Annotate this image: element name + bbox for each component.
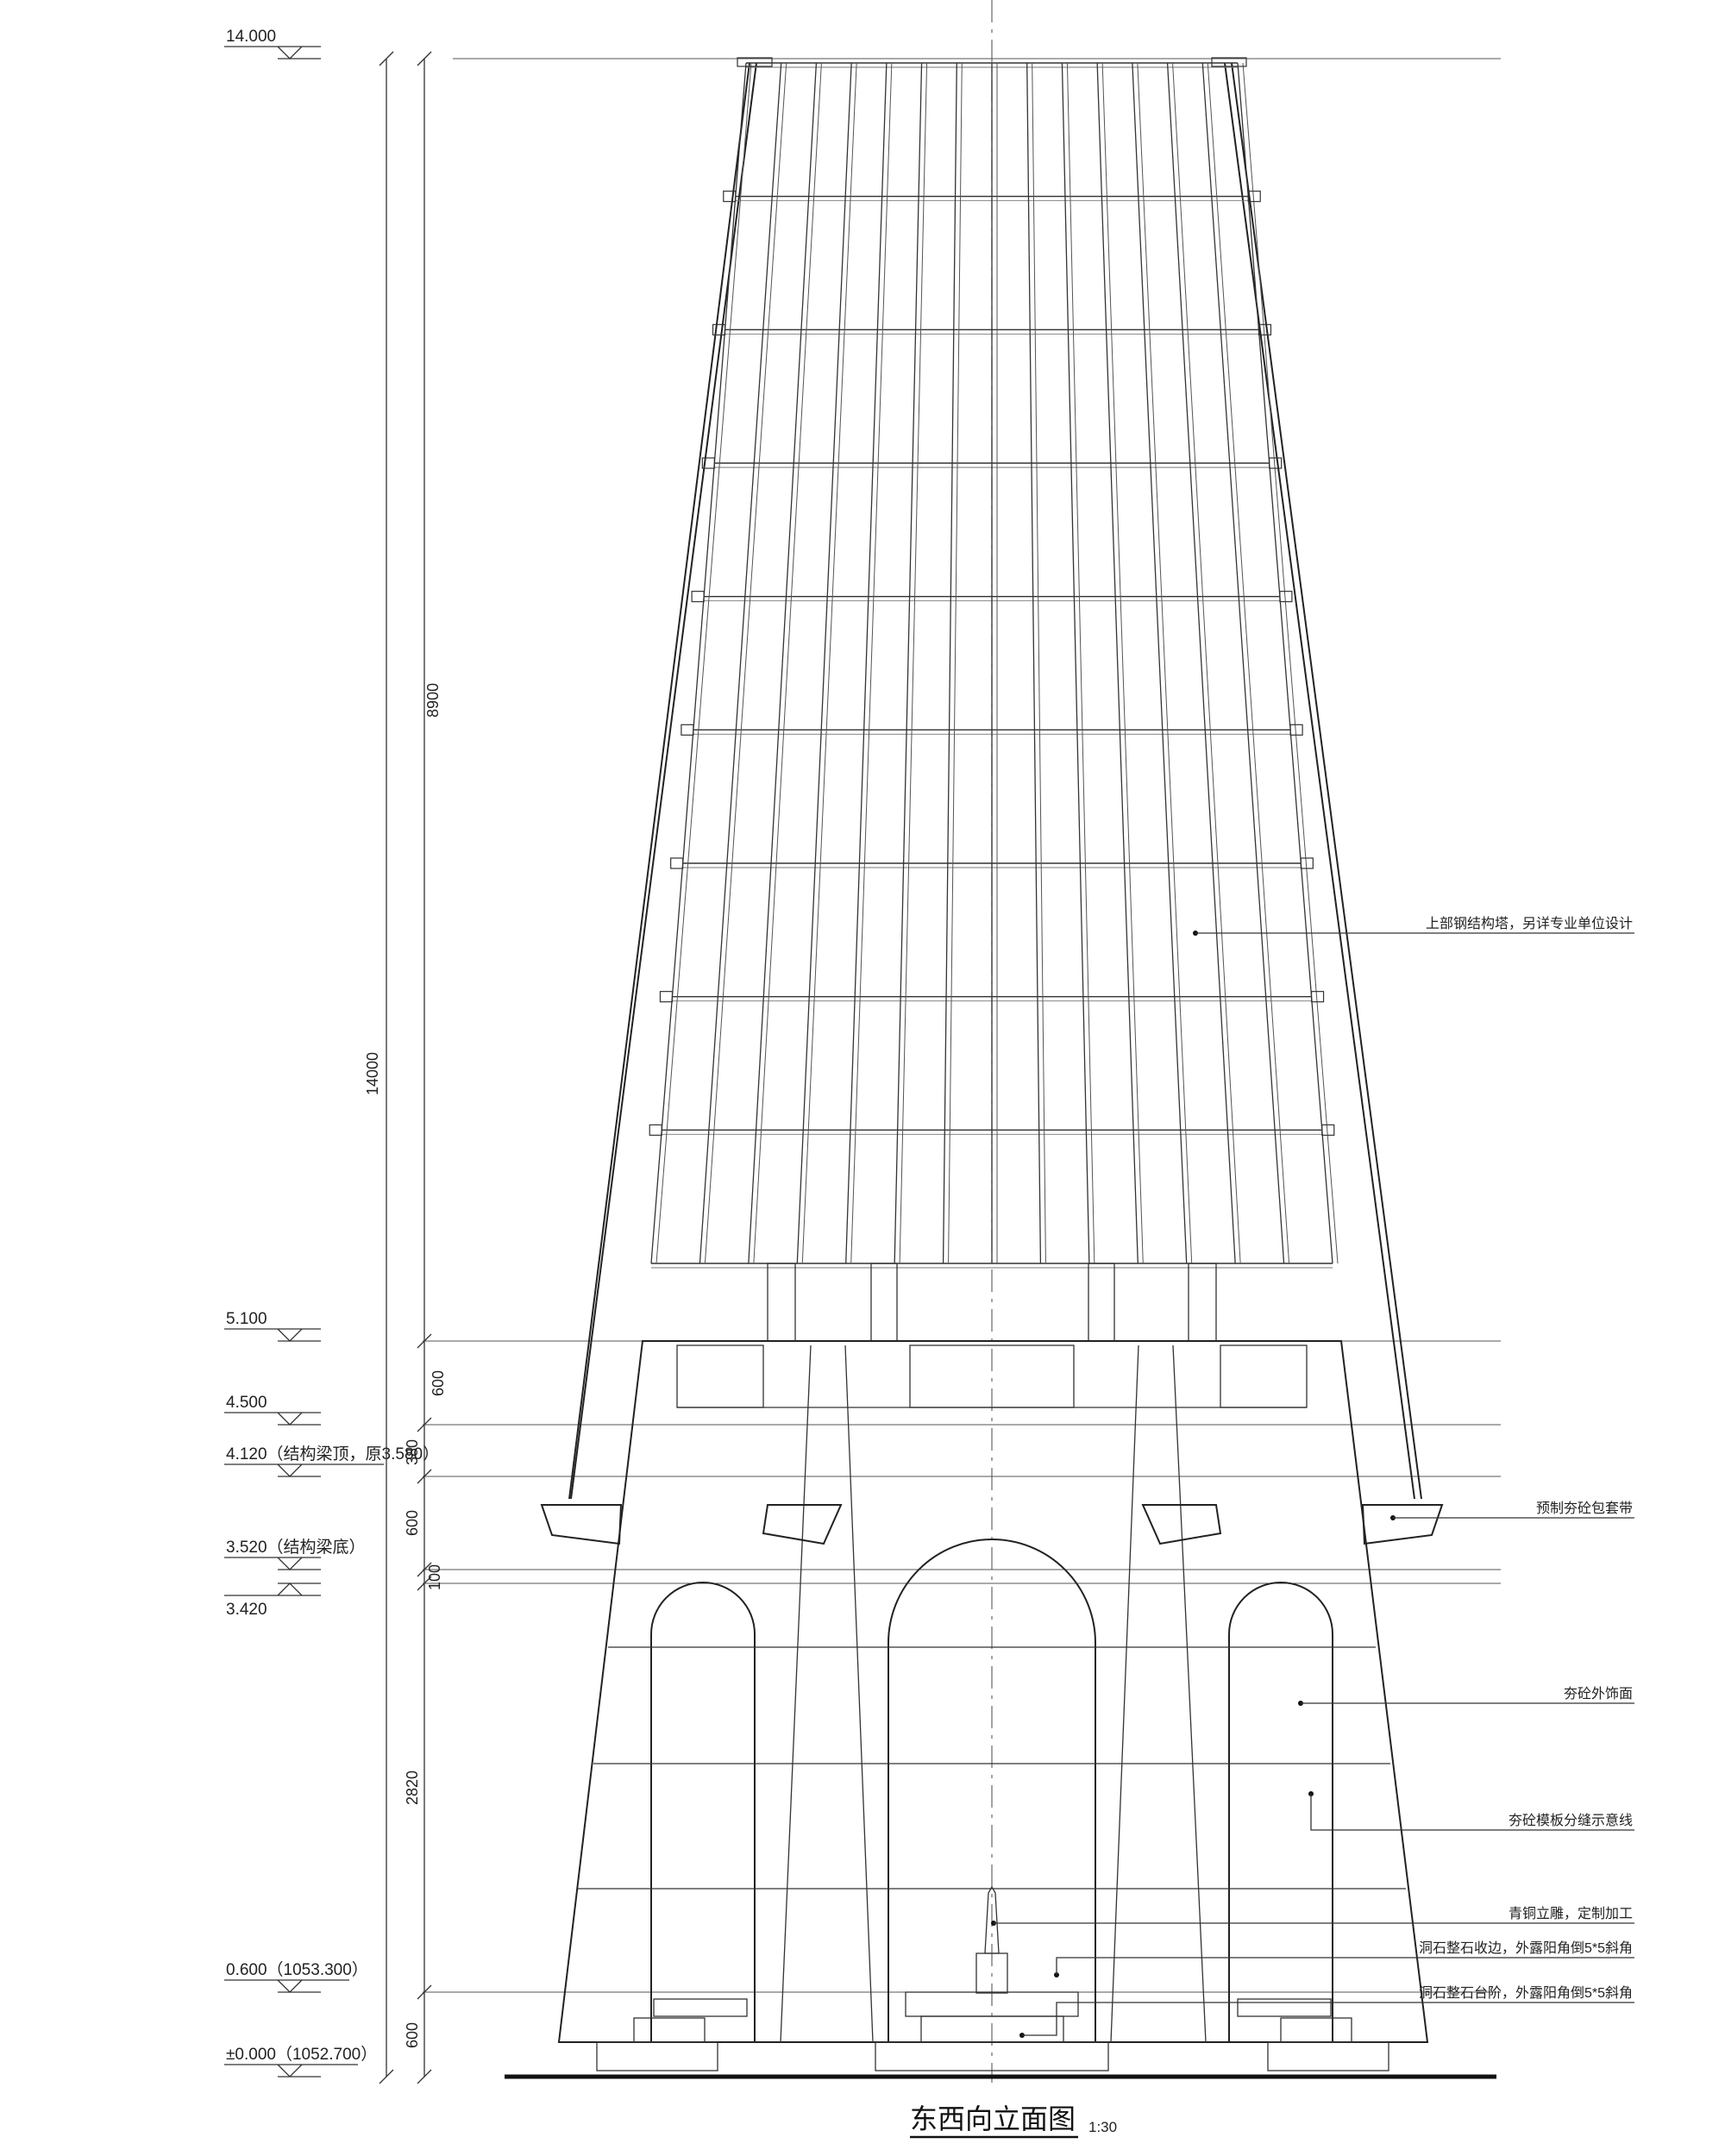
elevation-label-14000: 14.000: [226, 28, 276, 46]
elevation-marker-0000: ±0.000（1052.700）: [224, 2045, 377, 2078]
note-facade: 夯砼外饰面: [1564, 1686, 1633, 1702]
annotations: 上部钢结构塔，另详专业单位设计 预制夯砼包套带 夯砼外饰面 夯砼模板分缝示意线 …: [991, 916, 1634, 2038]
tower-mullion-edge: [948, 62, 963, 1264]
dimension-380: 380: [404, 1439, 421, 1465]
elevation-label-4120: 4.120（结构梁顶，原3.580）: [226, 1445, 439, 1463]
note-step: 洞石整石台阶，外露阳角倒5*5斜角: [1419, 1985, 1633, 2001]
tower-node-right: [1310, 991, 1325, 1003]
elevation-label-0600: 0.600（1053.300）: [226, 1960, 368, 1979]
annotation-facade: 夯砼外饰面: [1298, 1686, 1634, 1706]
plinth-base: [557, 1340, 1429, 2043]
tower-node-right: [1269, 457, 1283, 469]
tower-mullion: [942, 62, 957, 1264]
annotation-bronze: 青铜立雕，定制加工: [991, 1906, 1634, 1926]
elevation-markers: 14.000 5.100 4.500 4.120（结构梁顶，原3.580） 3.…: [224, 28, 439, 2078]
tower-mullion-edge: [1032, 62, 1046, 1264]
tower-node-right: [1300, 857, 1314, 869]
annotation-panel: 夯砼模板分缝示意线: [1308, 1791, 1634, 1831]
elevation-label-3520: 3.520（结构梁底）: [226, 1538, 366, 1557]
tower-node-left: [659, 991, 674, 1003]
tower-node-right: [1279, 591, 1293, 603]
level-lines: [423, 58, 1501, 1993]
tower-mullion-edge: [1242, 62, 1339, 1264]
bronze-statue: [975, 1885, 1008, 1994]
elevation-marker-4500: 4.500: [224, 1394, 321, 1426]
note-bronze: 青铜立雕，定制加工: [1509, 1906, 1633, 1921]
elevation-marker-4120: 4.120（结构梁顶，原3.580）: [224, 1445, 439, 1477]
tower-mullion: [748, 62, 818, 1264]
tower-mullion: [845, 62, 888, 1264]
dimension-total: 14000: [364, 1052, 381, 1095]
tower-mullion-edge: [850, 62, 893, 1264]
tower-mullion-edge: [704, 62, 787, 1264]
tower-mullion-edge: [1207, 62, 1290, 1264]
annotation-edge: 洞石整石收边，外露阳角倒5*5斜角: [1054, 1940, 1634, 1977]
tower-mullion: [1166, 62, 1236, 1264]
annotation-step: 洞石整石台阶，外露阳角倒5*5斜角: [1019, 1985, 1634, 2038]
tower-mullion: [796, 62, 852, 1264]
tower-node-left: [723, 191, 737, 203]
drawing-scale: 1:30: [1088, 2119, 1117, 2135]
dimension-2820: 2820: [404, 1771, 421, 1805]
tower-node-left: [701, 457, 715, 469]
tower-node-left: [691, 591, 705, 603]
note-panel: 夯砼模板分缝示意线: [1509, 1812, 1633, 1828]
steel-tower-grid: [649, 57, 1339, 1269]
tower-mullion: [1237, 62, 1333, 1264]
note-edge: 洞石整石收边，外露阳角倒5*5斜角: [1419, 1940, 1633, 1956]
tower-mullion-edge: [801, 62, 857, 1264]
steel-tower-outline: [568, 62, 1422, 1500]
tower-node-right: [1289, 724, 1303, 736]
tower-node-right: [1258, 323, 1272, 335]
tower-mullion-edge: [1066, 62, 1095, 1264]
tower-mullion-edge: [753, 62, 822, 1264]
stone-steps: [596, 1991, 1389, 2071]
tower-mullion: [1132, 62, 1188, 1264]
tower-mullion-edge: [656, 62, 752, 1264]
note-band: 预制夯砼包套带: [1536, 1501, 1633, 1516]
tower-cap-right: [1211, 57, 1247, 67]
tower-mullion-edge: [1101, 62, 1144, 1264]
elevation-marker-0600: 0.600（1053.300）: [224, 1960, 368, 1993]
tower-mullion-edge: [899, 62, 928, 1264]
dimension-600c: 600: [404, 2022, 421, 2048]
tower-mullion-edge: [1137, 62, 1193, 1264]
annotation-band: 预制夯砼包套带: [1390, 1501, 1634, 1520]
tower-mullion: [1201, 62, 1285, 1264]
tower-cap-left: [737, 57, 773, 67]
precast-band: [540, 1504, 1444, 1545]
dimension-600a: 600: [430, 1370, 447, 1396]
tower-node-right: [1321, 1124, 1335, 1136]
elevation-label-4500: 4.500: [226, 1394, 267, 1412]
note-steel: 上部钢结构塔，另详专业单位设计: [1426, 916, 1633, 931]
tower-node-left: [681, 724, 694, 736]
dimension-upper: 8900: [424, 683, 442, 718]
elevation-label-0000: ±0.000（1052.700）: [226, 2045, 377, 2064]
annotation-steel: 上部钢结构塔，另详专业单位设计: [1193, 916, 1634, 936]
dimension-600b: 600: [404, 1510, 421, 1536]
elevation-marker-14000: 14.000: [224, 28, 321, 60]
tower-mullion: [699, 62, 782, 1264]
tower-mullion-edge: [1172, 62, 1241, 1264]
tower-mullion: [1026, 62, 1042, 1264]
elevation-label-3420: 3.420: [226, 1601, 267, 1619]
drawing-title-block: 东西向立面图 1:30: [910, 2103, 1117, 2139]
tower-mullion: [1096, 62, 1138, 1264]
tower-node-right: [1247, 191, 1261, 203]
drawing-title: 东西向立面图: [910, 2103, 1076, 2134]
tower-mullion: [894, 62, 923, 1264]
elevation-label-5100: 5.100: [226, 1310, 267, 1328]
tower-node-left: [670, 857, 684, 869]
elevation-marker-3420: 3.420: [224, 1583, 321, 1619]
tower-mullion: [1061, 62, 1090, 1264]
dimension-chains: 14000 8900 600 380 600 100 2820 600: [364, 51, 447, 2084]
tower-node-left: [649, 1124, 662, 1136]
elevation-marker-5100: 5.100: [224, 1310, 321, 1342]
tower-mullion: [650, 62, 747, 1264]
dimension-100: 100: [426, 1564, 443, 1590]
tower-node-left: [712, 323, 726, 335]
elevation-marker-3520: 3.520（结构梁底）: [224, 1538, 366, 1570]
